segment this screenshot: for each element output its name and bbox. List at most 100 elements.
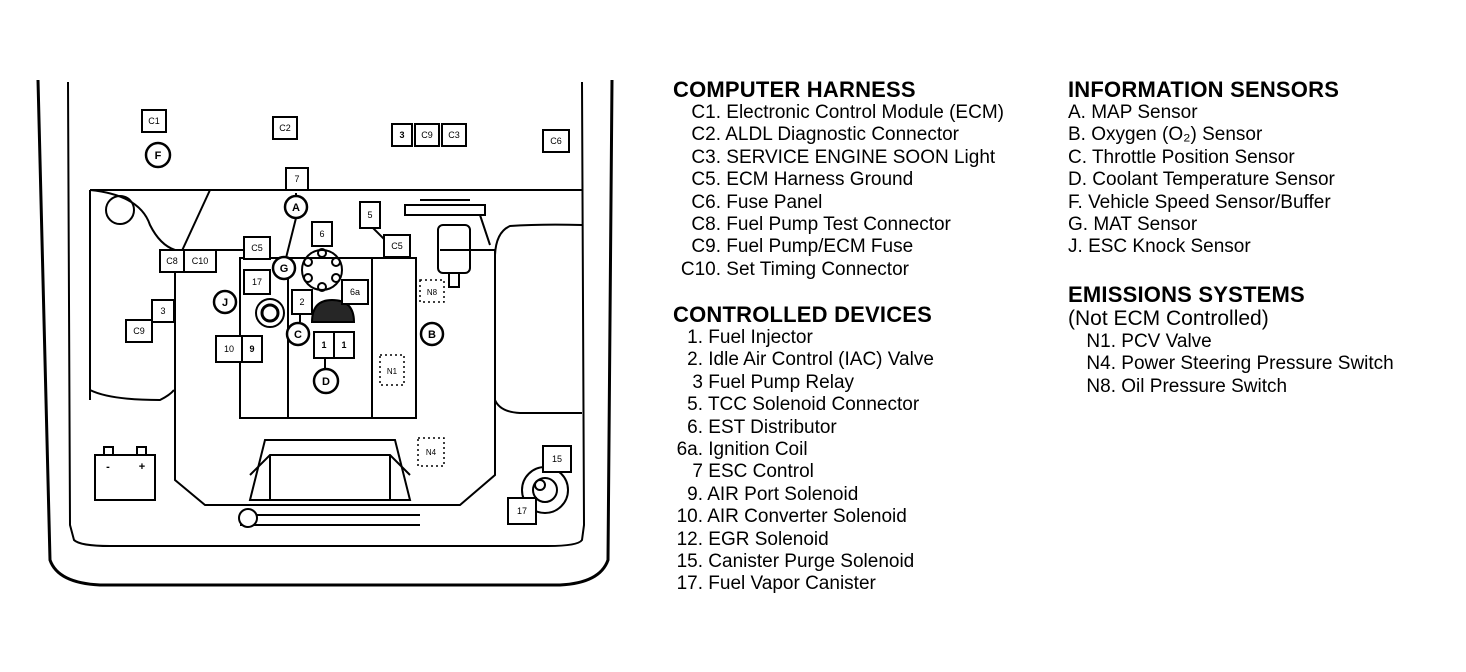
legend-code: C8. bbox=[691, 214, 721, 236]
sG-circle bbox=[271, 255, 297, 281]
legend-text: PCV Valve bbox=[1121, 331, 1212, 352]
legend-row: 12. EGR Solenoid bbox=[673, 529, 934, 551]
d17-box-right bbox=[507, 497, 537, 525]
n4-box bbox=[417, 437, 445, 467]
c9-box-left bbox=[125, 319, 153, 343]
sA-label: A bbox=[292, 202, 300, 214]
dist-post-1 bbox=[303, 257, 313, 267]
legend-text: Coolant Temperature Sensor bbox=[1092, 169, 1335, 191]
n1-label: N1 bbox=[387, 367, 398, 376]
legend-row: J. ESC Knock Sensor bbox=[1068, 236, 1339, 258]
sG-label: G bbox=[280, 263, 289, 275]
c3-box bbox=[441, 123, 467, 147]
legend-text: EGR Solenoid bbox=[708, 528, 829, 550]
dist-post-5 bbox=[317, 282, 327, 292]
legend-text: TCC Solenoid Connector bbox=[707, 394, 920, 416]
d6a-box bbox=[341, 279, 369, 305]
dist-post-4 bbox=[331, 273, 341, 283]
legend-row: B. Oxygen (O₂) Sensor bbox=[1068, 124, 1339, 146]
engine-outline bbox=[174, 249, 496, 506]
legend-code: N8. bbox=[1086, 375, 1116, 397]
legend-text: Fuel Pump Relay bbox=[708, 371, 855, 393]
d9-box bbox=[241, 335, 263, 363]
legend-text: Fuel Pump Test Connector bbox=[726, 214, 951, 236]
computer-harness-legend: COMPUTER HARNESS C1. Electronic Control … bbox=[673, 78, 1004, 281]
legend-text: ECM Harness Ground bbox=[726, 169, 914, 191]
legend-code: C10. bbox=[680, 258, 721, 280]
legend-text: SERVICE ENGINE SOON Light bbox=[726, 146, 996, 168]
n1-box bbox=[379, 354, 405, 386]
d5-label-left: 5 bbox=[367, 210, 372, 220]
radiator-inner bbox=[249, 454, 411, 500]
d2-label: 2 bbox=[299, 297, 304, 307]
legend-text: Fuel Injector bbox=[708, 327, 813, 348]
legend-row: C5. ECM Harness Ground bbox=[673, 169, 1004, 191]
legend-code: 15. bbox=[676, 551, 703, 573]
legend-code: C9. bbox=[691, 236, 721, 258]
legend-code: N1. bbox=[1086, 331, 1116, 352]
d3-box-top bbox=[391, 123, 413, 147]
legend-row: F. Vehicle Speed Sensor/Buffer bbox=[1068, 192, 1339, 214]
sD-label: D bbox=[322, 376, 330, 388]
d6a-label: 6a bbox=[350, 287, 360, 297]
throttle-body-outer bbox=[255, 298, 285, 328]
legend-code: 12. bbox=[676, 528, 703, 550]
throttle-body-inner bbox=[260, 303, 280, 323]
harness-wire-1 bbox=[179, 189, 211, 256]
legend-code: F. bbox=[1068, 191, 1083, 213]
engine-compartment-diagram: C1 C2 3 C9 C3 C6 7 5 6 C5 C5 C8 C10 17 2… bbox=[36, 79, 614, 587]
emissions-systems-legend: EMISSIONS SYSTEMS (Not ECM Controlled) N… bbox=[1068, 283, 1394, 398]
canister-mid bbox=[532, 477, 558, 503]
d3-label-top: 3 bbox=[399, 130, 404, 140]
legend-row: 6. EST Distributor bbox=[673, 417, 934, 439]
emissions-systems-title: EMISSIONS SYSTEMS bbox=[1068, 282, 1305, 307]
legend-text: Canister Purge Solenoid bbox=[708, 551, 915, 573]
controlled-devices-title: CONTROLLED DEVICES bbox=[673, 302, 933, 327]
right-wheelwell bbox=[494, 223, 583, 414]
c8-label: C8 bbox=[166, 256, 178, 266]
legend-text: Oxygen (O₂) Sensor bbox=[1091, 124, 1263, 146]
battery-minus-label: - bbox=[106, 461, 110, 473]
legend-code: 10. bbox=[676, 506, 703, 528]
legend-text: Electronic Control Module (ECM) bbox=[726, 102, 1004, 123]
d17-box-left bbox=[243, 269, 271, 295]
legend-code: B. bbox=[1068, 124, 1086, 146]
legend-code: G. bbox=[1068, 214, 1089, 236]
c3-label: C3 bbox=[448, 130, 460, 140]
legend-row: C2. ALDL Diagnostic Connector bbox=[673, 124, 1004, 146]
compartment-outline bbox=[36, 79, 614, 587]
n8-label: N8 bbox=[427, 288, 438, 297]
ignition-coil bbox=[310, 298, 356, 323]
c10-box bbox=[183, 249, 217, 273]
sF-label: F bbox=[155, 150, 162, 162]
legend-code: 17. bbox=[676, 573, 703, 595]
emissions-systems-subtitle: (Not ECM Controlled) bbox=[1068, 307, 1269, 330]
legend-row: G. MAT Sensor bbox=[1068, 214, 1339, 236]
information-sensors-title: INFORMATION SENSORS bbox=[1068, 77, 1340, 102]
c1-label: C1 bbox=[148, 116, 160, 126]
d7-label: 7 bbox=[294, 174, 299, 184]
d15-box bbox=[542, 445, 572, 473]
legend-row: A. MAP Sensor bbox=[1068, 102, 1339, 124]
c5-label-left: C5 bbox=[251, 243, 263, 253]
legend-code: D. bbox=[1068, 169, 1087, 191]
legend-text: Oil Pressure Switch bbox=[1121, 375, 1288, 397]
left-round-port bbox=[105, 195, 135, 225]
d6-label: 6 bbox=[319, 229, 324, 239]
legend-code: C2. bbox=[691, 124, 721, 146]
legend-code: C. bbox=[1068, 146, 1087, 168]
legend-text: Ignition Coil bbox=[708, 439, 808, 461]
c6-box bbox=[542, 129, 570, 153]
legend-text: ESC Knock Sensor bbox=[1088, 236, 1251, 258]
left-wheelwell bbox=[89, 189, 176, 402]
legend-text: Fuel Vapor Canister bbox=[708, 573, 876, 595]
legend-row: C. Throttle Position Sensor bbox=[1068, 147, 1339, 169]
d17-label-right: 17 bbox=[517, 506, 527, 516]
battery bbox=[94, 454, 156, 501]
legend-text: AIR Converter Solenoid bbox=[707, 506, 907, 528]
c10-label: C10 bbox=[192, 256, 209, 266]
legend-code: C6. bbox=[691, 191, 721, 213]
legend-row: 15. Canister Purge Solenoid bbox=[673, 551, 934, 573]
compartment-inner-outline bbox=[67, 81, 586, 547]
n4-label: N4 bbox=[426, 448, 437, 457]
